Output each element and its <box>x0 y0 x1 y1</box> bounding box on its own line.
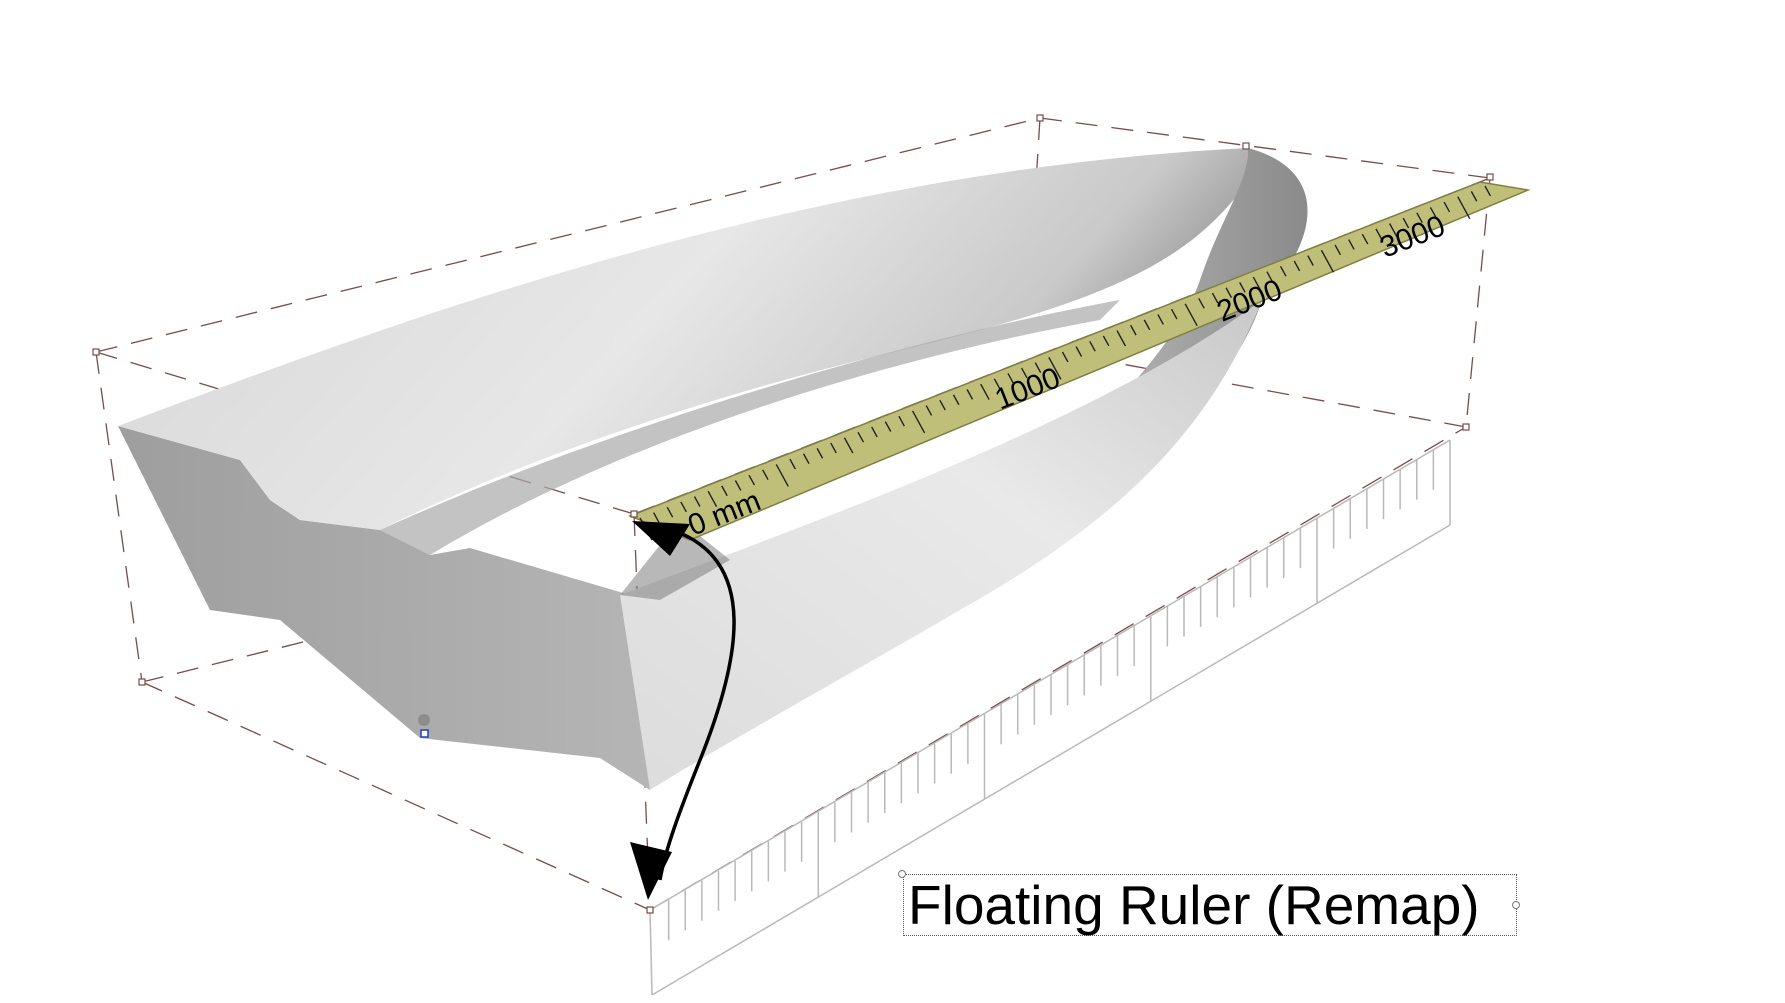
bbox-handles[interactable] <box>92 114 1494 914</box>
caption-grip-left[interactable] <box>898 870 906 878</box>
hull-front-face <box>620 300 1262 790</box>
hull-inner-shadow <box>380 300 1120 555</box>
hull-transom-shadow <box>620 520 730 600</box>
projected-ruler <box>649 439 1451 996</box>
hull-deck-face <box>118 148 1262 530</box>
caption-grip-right[interactable] <box>1512 901 1520 909</box>
viewport-caption[interactable]: Floating Ruler (Remap) <box>903 874 1517 936</box>
hull-side-face <box>118 426 650 790</box>
control-point-icon[interactable] <box>420 729 429 738</box>
boat-hull[interactable] <box>118 148 1308 790</box>
ruler-ticks <box>639 185 1492 541</box>
curved-double-arrow-icon <box>630 521 736 900</box>
floating-ruler[interactable]: 0 mm 1000 2000 3000 <box>627 181 1531 543</box>
